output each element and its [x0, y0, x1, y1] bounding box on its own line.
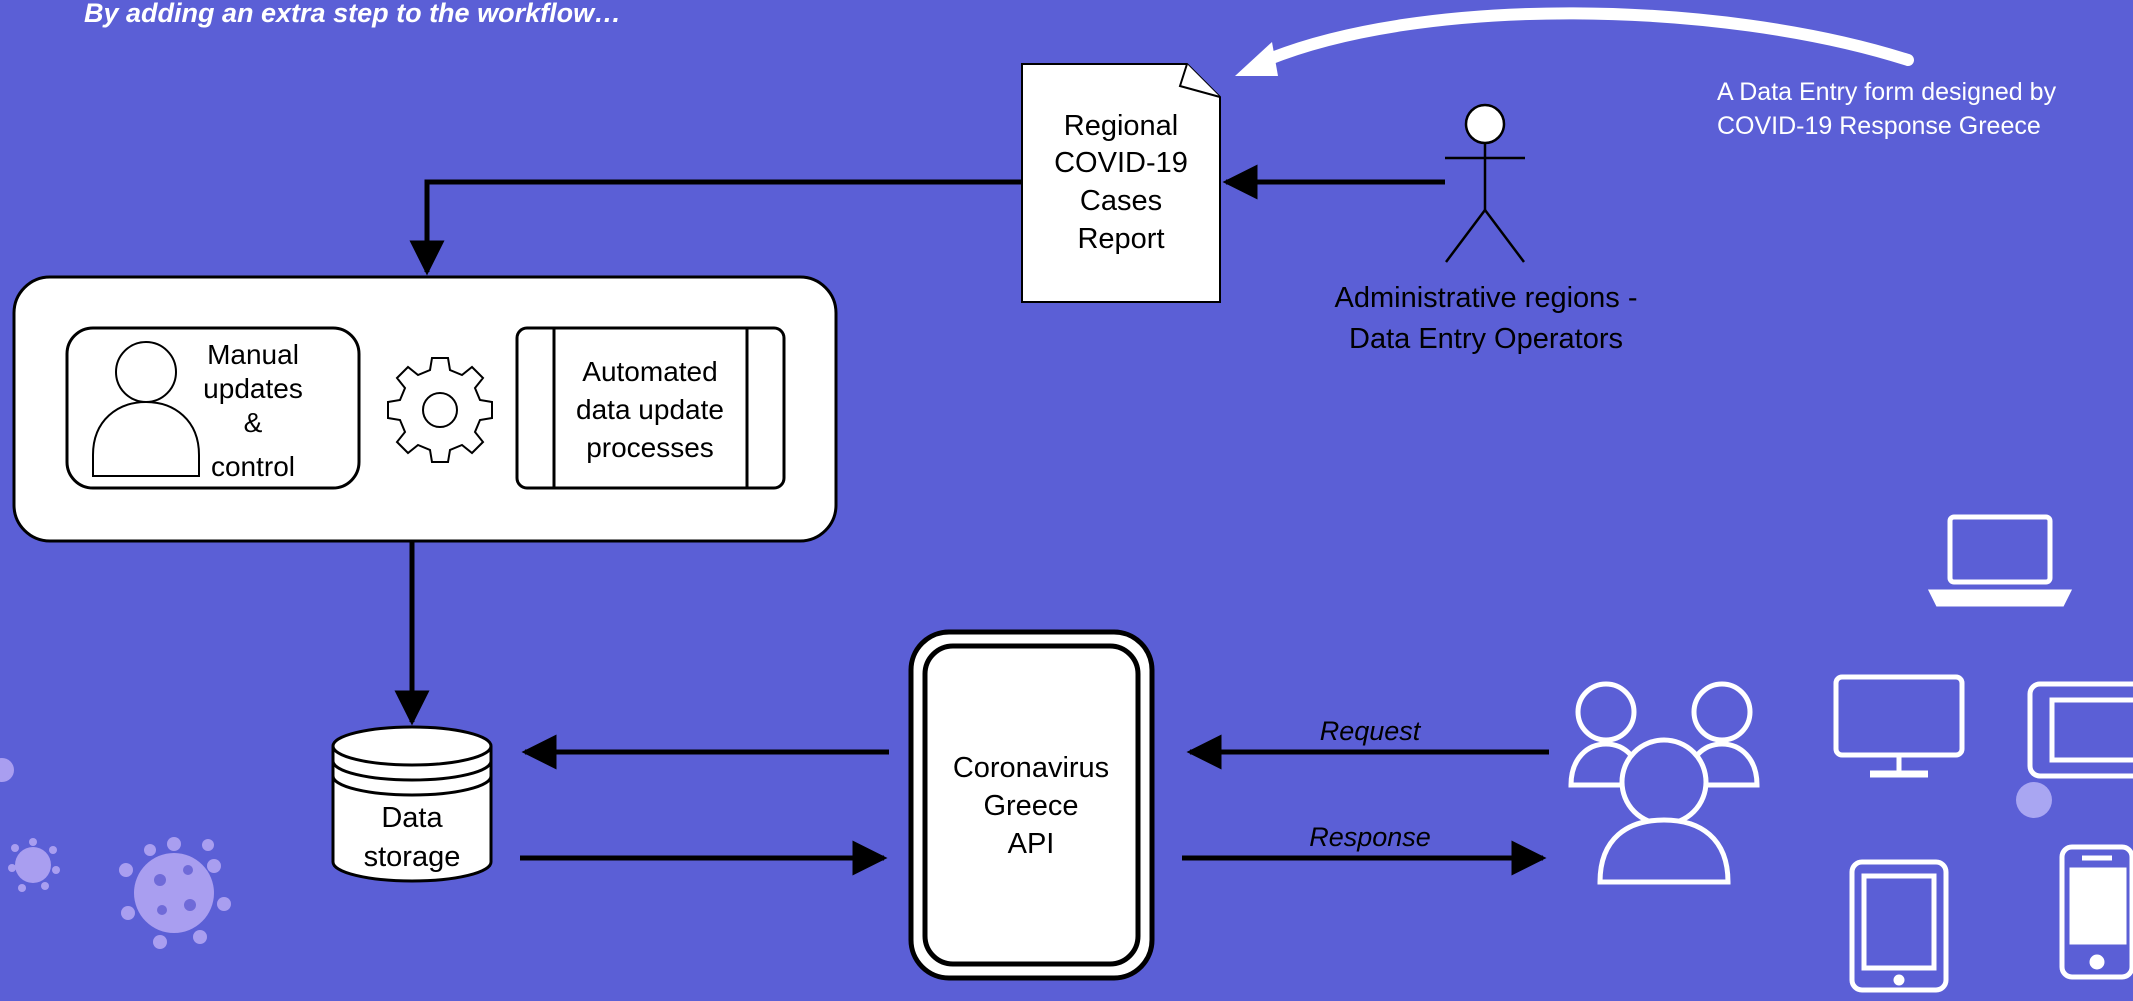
curved-arrow: [1235, 7, 1914, 76]
storage-line-1: Data: [381, 802, 443, 834]
smartphone-icon: [2059, 844, 2133, 980]
api-line-1: Coronavirus: [953, 752, 1109, 784]
person-icon: [1445, 103, 1525, 263]
automated-line-3: processes: [586, 432, 714, 463]
virus-icon: [119, 837, 231, 949]
decorative-dot: [2016, 782, 2052, 818]
api-line-2: Greece: [983, 790, 1078, 822]
tablet-icon: [2027, 681, 2133, 779]
api-box: Coronavirus Greece API: [908, 629, 1155, 981]
arrow-report-to-process: [409, 179, 1022, 276]
api-line-3: API: [1008, 828, 1055, 860]
desktop-icon: [1833, 674, 1965, 778]
automated-processes-box: Automated data update processes: [515, 326, 786, 490]
gear-icon: [387, 357, 493, 463]
person-icon: [92, 341, 200, 477]
manual-line-2: updates: [203, 373, 303, 404]
report-line-3: Cases: [1080, 185, 1162, 217]
report-line-2: COVID-19: [1054, 147, 1188, 179]
manual-line-4: control: [211, 451, 295, 482]
report-line-4: Report: [1077, 223, 1164, 255]
automated-line-1: Automated: [582, 356, 717, 387]
annotation-line-1: A Data Entry form designed by: [1717, 78, 2057, 106]
manual-line-3: &: [244, 407, 263, 438]
laptop-icon: [1927, 514, 2073, 607]
page-subtitle: By adding an extra step to the workflow…: [84, 0, 621, 28]
response-label: Response: [1309, 822, 1431, 852]
manual-updates-box: Manual updates & control: [65, 326, 361, 490]
regional-report-document: Regional COVID-19 Cases Report: [1021, 63, 1221, 303]
tablet-icon: [1849, 859, 1949, 993]
actor-label-line-2: Data Entry Operators: [1349, 323, 1623, 355]
request-label: Request: [1320, 716, 1422, 746]
data-storage-cylinder: Data storage: [331, 725, 493, 883]
report-line-1: Regional: [1064, 110, 1178, 142]
annotation-line-2: COVID-19 Response Greece: [1717, 112, 2041, 140]
users-group-icon: [1568, 681, 1760, 885]
virus-icon: [0, 758, 14, 782]
manual-line-1: Manual: [207, 339, 299, 370]
actor-label-line-1: Administrative regions -: [1335, 282, 1638, 314]
automated-line-2: data update: [576, 394, 724, 425]
storage-line-2: storage: [364, 841, 461, 873]
virus-icon: [8, 838, 60, 892]
